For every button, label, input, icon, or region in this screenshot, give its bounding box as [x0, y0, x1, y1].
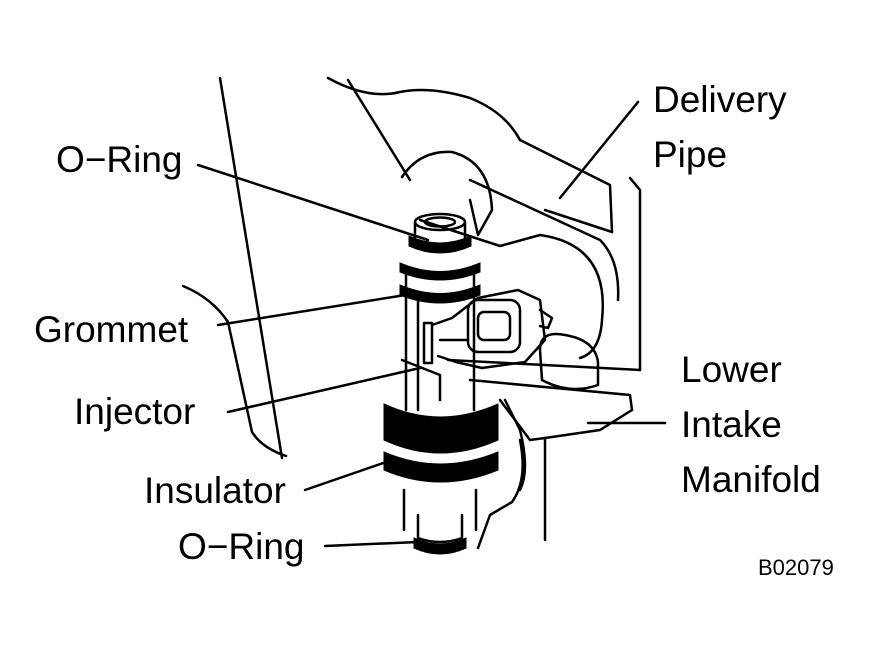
leader-o-ring-bottom — [323, 540, 420, 548]
label-o-ring-bottom: O−Ring — [178, 526, 305, 567]
insulator-ring — [383, 403, 499, 454]
delivery-pipe-casting — [326, 76, 642, 372]
leader-grommet — [216, 291, 420, 327]
grommet — [399, 262, 481, 281]
fuel-injector — [400, 212, 478, 553]
leader-delivery-pipe — [558, 100, 640, 200]
leader-insulator — [303, 458, 394, 492]
label-insulator: Insulator — [144, 470, 286, 511]
label-injector: Injector — [74, 391, 196, 432]
leader-injector — [226, 366, 422, 414]
label-lower-intake-line3: Manifold — [681, 459, 821, 500]
lower-intake-manifold — [446, 332, 642, 550]
bottom-o-ring — [413, 537, 467, 555]
left-housing — [181, 76, 288, 460]
insulator-ring-lower — [383, 451, 499, 483]
label-grommet: Grommet — [34, 309, 189, 350]
label-lower-intake-line2: Intake — [681, 404, 782, 445]
label-delivery-pipe-line2: Pipe — [653, 134, 728, 175]
figure-code: B02079 — [758, 555, 834, 580]
label-o-ring-top: O−Ring — [56, 139, 183, 180]
grommet-lower — [399, 284, 481, 304]
top-o-ring — [408, 235, 472, 254]
leader-o-ring-top — [196, 163, 430, 242]
injector-connector — [430, 288, 554, 370]
label-lower-intake-line1: Lower — [681, 349, 782, 390]
label-delivery-pipe-line1: Delivery — [653, 79, 787, 120]
